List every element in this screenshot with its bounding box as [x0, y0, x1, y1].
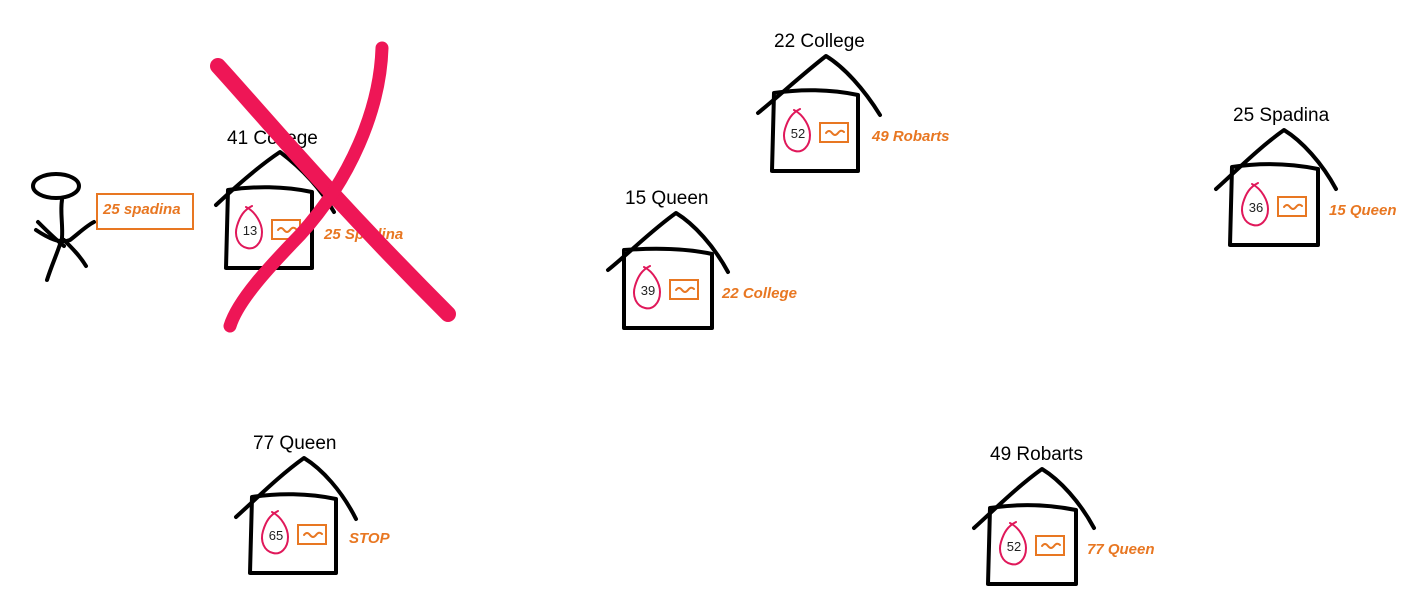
person: 25 spadina [31, 172, 194, 282]
house-title: 49 Robarts [990, 444, 1083, 465]
house-77-queen: 77 Queen 65 STOP [234, 433, 391, 575]
house-icon [756, 54, 882, 173]
mailbox-icon [669, 279, 699, 300]
house-icon [234, 456, 358, 575]
house-title: 15 Queen [625, 188, 708, 209]
mailbox-icon [297, 524, 327, 545]
mailbox-icon [1035, 535, 1065, 556]
house-49-robarts: 49 Robarts 52 77 Queen [972, 444, 1155, 586]
number-ring-icon: 13 [235, 205, 264, 250]
mailbox-icon [1277, 196, 1307, 217]
number-ring-icon: 65 [261, 510, 290, 555]
number-ring-icon: 52 [999, 521, 1028, 566]
number-ring-icon: 52 [783, 108, 812, 153]
number-ring-icon: 39 [633, 265, 662, 310]
house-15-queen: 15 Queen 39 22 College [606, 188, 797, 330]
house-next: 15 Queen [1329, 202, 1397, 219]
house-number: 65 [269, 528, 283, 543]
house-25-spadina: 25 Spadina 36 15 Queen [1214, 105, 1397, 247]
stick-figure-icon [31, 172, 96, 282]
person-note: 25 spadina [102, 201, 181, 218]
house-next: 77 Queen [1087, 541, 1155, 558]
cross-out-icon [210, 41, 456, 333]
house-number: 36 [1249, 200, 1263, 215]
house-next: 49 Robarts [871, 128, 950, 145]
house-number: 52 [1007, 539, 1021, 554]
house-next: STOP [349, 530, 391, 547]
house-icon [1214, 128, 1338, 247]
number-ring-icon: 36 [1241, 182, 1270, 227]
house-number: 39 [641, 283, 655, 298]
house-title: 77 Queen [253, 433, 336, 454]
house-title: 22 College [774, 31, 865, 52]
house-number: 52 [791, 126, 805, 141]
house-title: 25 Spadina [1233, 105, 1330, 126]
house-icon [606, 211, 730, 330]
house-next: 22 College [721, 285, 797, 302]
house-22-college: 22 College 52 49 Robarts [756, 31, 950, 173]
house-number: 13 [243, 223, 257, 238]
house-icon [972, 467, 1096, 586]
person-note-box [96, 193, 194, 230]
mailbox-icon [819, 122, 849, 143]
